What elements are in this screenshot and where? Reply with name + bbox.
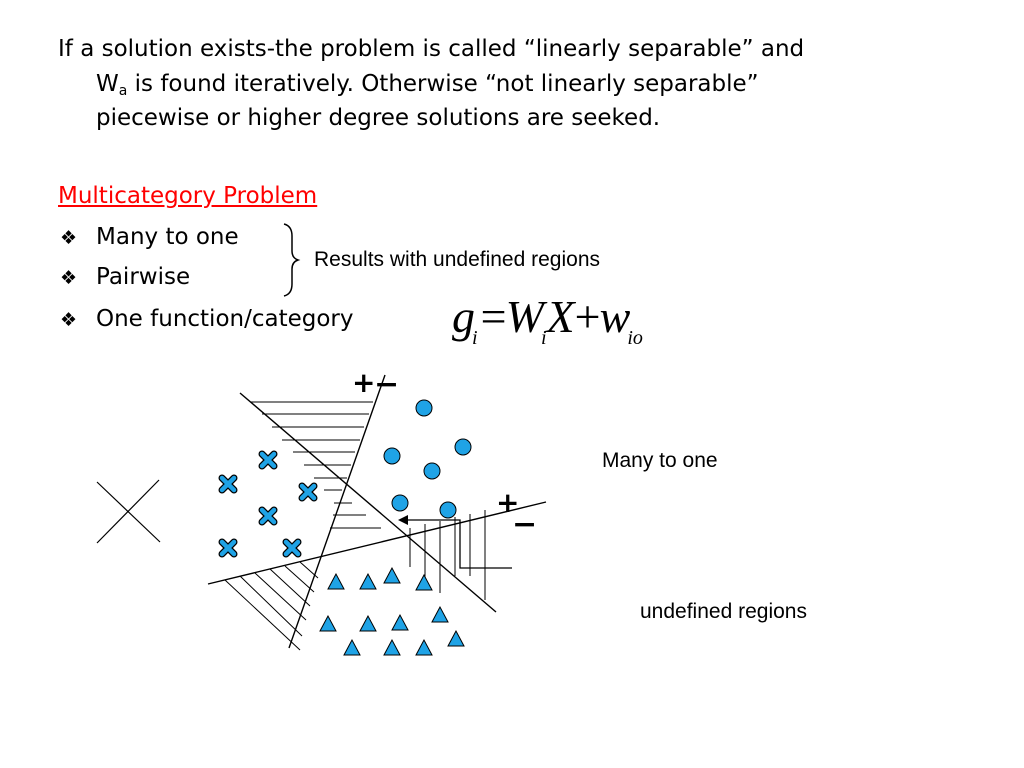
intro-line-2: Wa is found iteratively. Otherwise “not … — [58, 67, 804, 102]
bracket-note: Results with undefined regions — [314, 248, 601, 271]
bracket — [283, 223, 301, 297]
plus-sign: + — [496, 486, 519, 519]
triangle-point — [447, 629, 465, 647]
triangle-class — [319, 566, 465, 656]
arrowhead-icon — [398, 515, 408, 525]
cross-point — [218, 474, 238, 494]
weight-subscript: a — [118, 82, 128, 99]
cross-class — [218, 450, 318, 558]
x-sketch-line — [96, 479, 160, 544]
minus-sign: − — [374, 367, 399, 402]
boundary-line — [288, 374, 386, 649]
section-title: Multicategory Problem — [58, 183, 318, 209]
diamond-bullet-icon: ❖ — [60, 227, 78, 249]
cross-point — [258, 506, 278, 526]
x-sketch-line — [96, 481, 161, 543]
bullet-pairwise: ❖ Pairwise — [60, 264, 190, 290]
bullet-label: One function/category — [96, 306, 354, 332]
cross-point — [258, 450, 278, 470]
bullet-label: Pairwise — [96, 264, 191, 290]
triangle-point — [327, 572, 345, 590]
triangle-point — [359, 572, 377, 590]
intro-line-2-text: is found iteratively. Otherwise “not lin… — [127, 70, 759, 97]
discriminant-formula: gi=WiX+wio — [452, 291, 643, 349]
boundary-line — [239, 392, 497, 613]
circle-point — [423, 462, 441, 480]
cross-point — [218, 538, 238, 558]
bullet-label: Many to one — [96, 224, 239, 250]
hatch-lower-left — [224, 561, 319, 651]
circle-point — [415, 399, 433, 417]
intro-line-3: piecewise or higher degree solutions are… — [96, 105, 661, 131]
hatch-right — [409, 510, 486, 600]
cross-point — [298, 482, 318, 502]
boundary-line — [207, 501, 547, 585]
bullet-many-to-one: ❖ Many to one — [60, 224, 239, 250]
bullet-one-function: ❖ One function/category — [60, 306, 354, 332]
pointer-arrow — [404, 519, 512, 569]
diamond-bullet-icon: ❖ — [60, 309, 78, 331]
intro-line-1: If a solution exists-the problem is call… — [58, 36, 805, 62]
triangle-point — [415, 573, 433, 591]
plus-sign: + — [352, 366, 375, 399]
triangle-point — [391, 613, 409, 631]
label-many-to-one: Many to one — [602, 449, 718, 472]
triangle-point — [319, 614, 337, 632]
label-undefined-regions: undefined regions — [640, 600, 807, 623]
intro-paragraph: If a solution exists-the problem is call… — [58, 32, 804, 136]
triangle-point — [415, 638, 433, 656]
triangle-point — [343, 638, 361, 656]
cross-point — [282, 538, 302, 558]
circle-point — [439, 501, 457, 519]
circle-point — [383, 447, 401, 465]
hatch-upper — [251, 401, 381, 529]
circle-point — [391, 494, 409, 512]
triangle-point — [431, 605, 449, 623]
weight-symbol: W — [96, 70, 119, 97]
diamond-bullet-icon: ❖ — [60, 267, 78, 289]
circle-point — [454, 438, 472, 456]
circle-class — [383, 399, 472, 519]
triangle-point — [359, 614, 377, 632]
triangle-point — [383, 638, 401, 656]
triangle-point — [383, 566, 401, 584]
minus-sign: − — [512, 507, 537, 542]
